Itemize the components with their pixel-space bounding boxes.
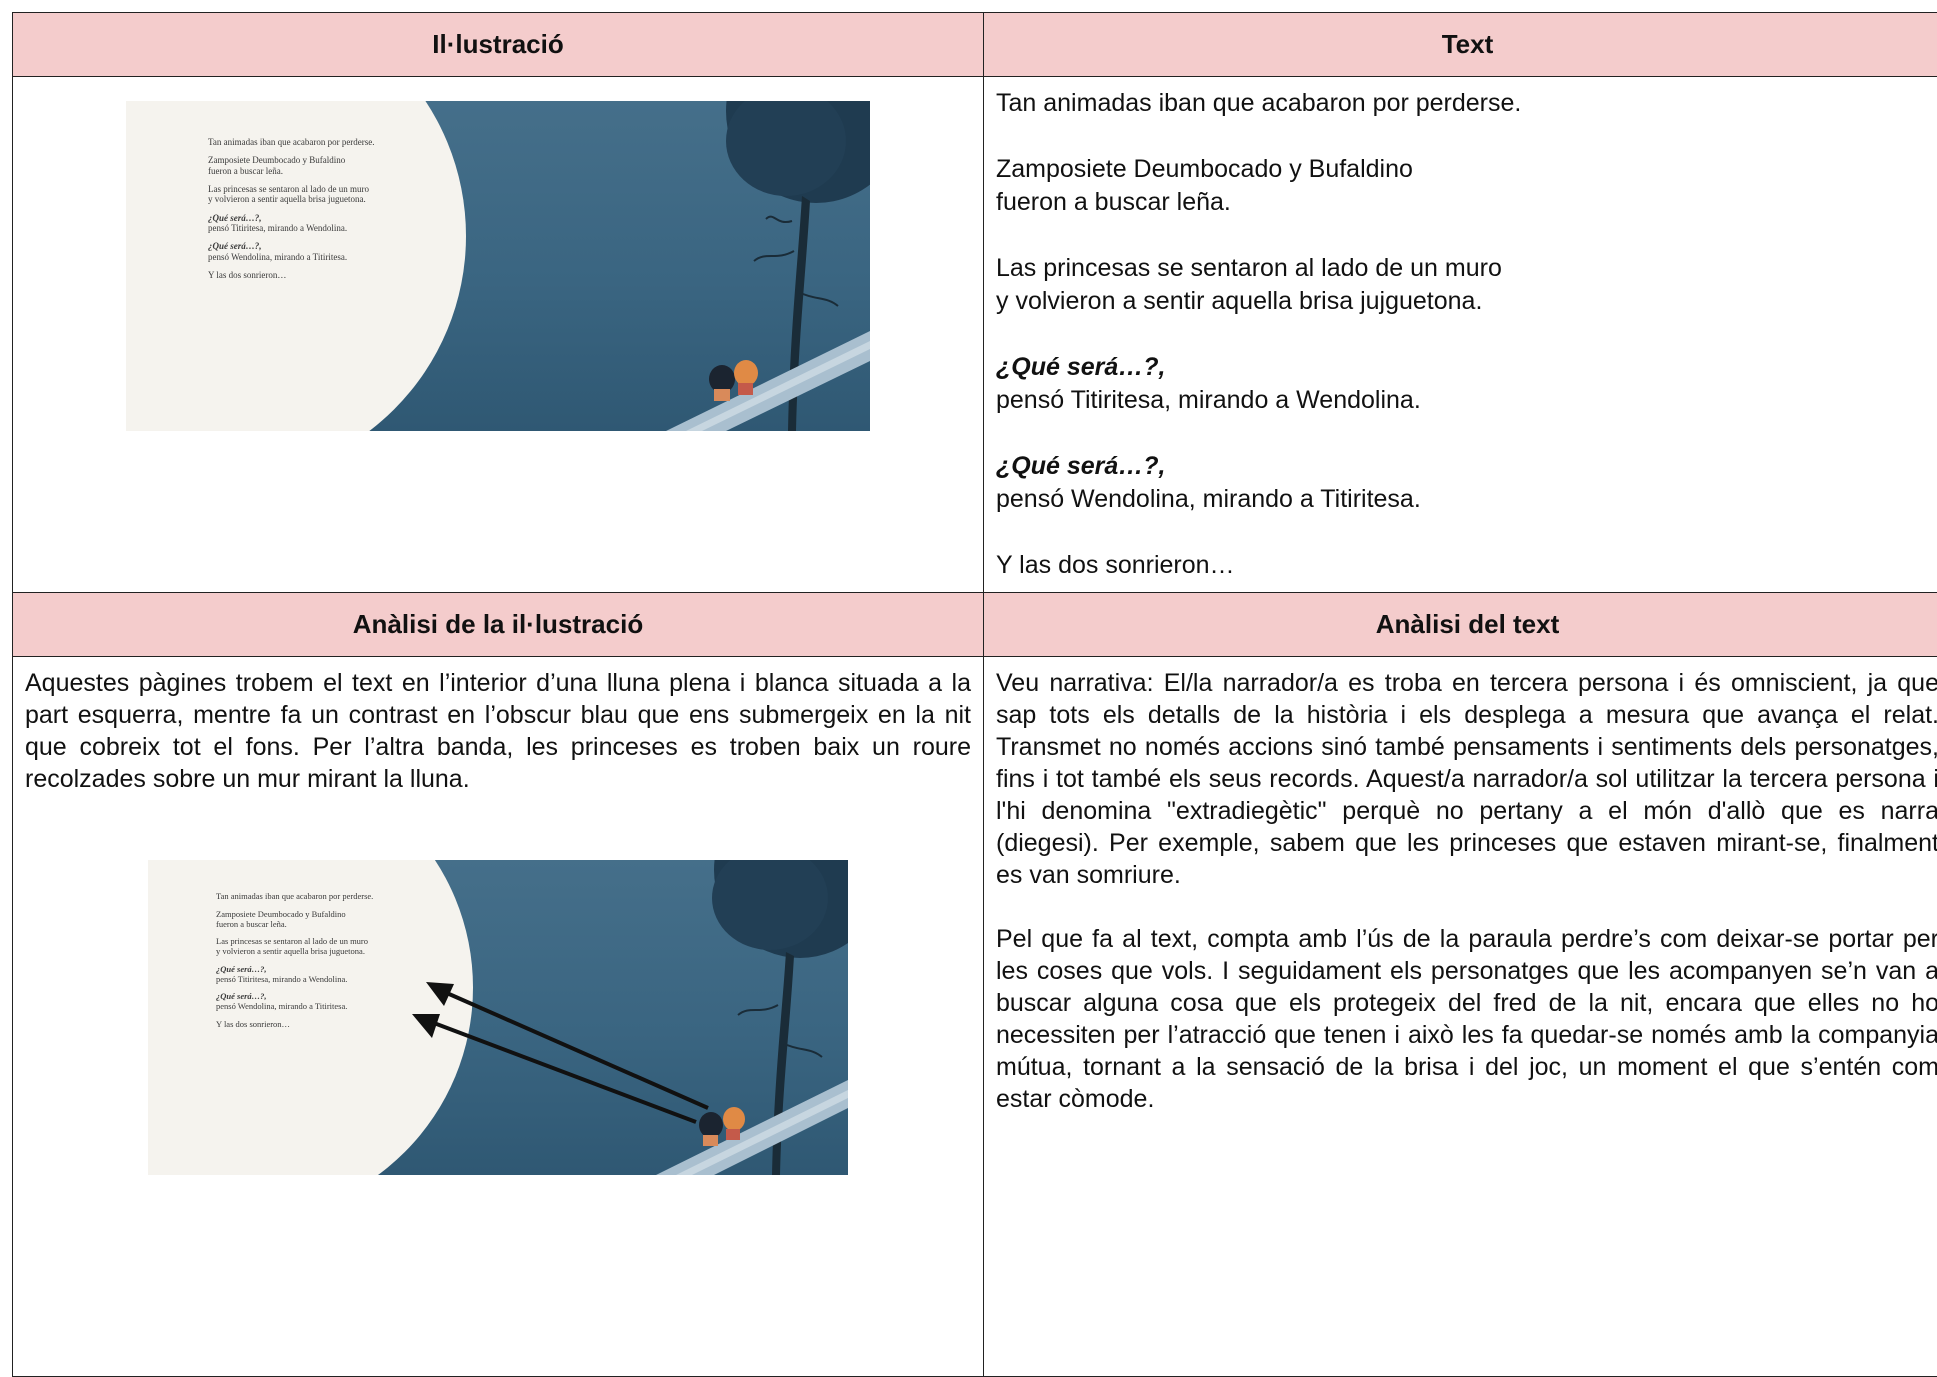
page-text-question: ¿Qué será…?, bbox=[208, 213, 262, 223]
header-text-analysis: Anàlisi del text bbox=[984, 593, 1937, 657]
text-line: Y las dos sonrieron… bbox=[996, 549, 1937, 582]
text-question: ¿Qué será…?, bbox=[996, 353, 1166, 381]
illustration-analysis-cell: Aquestes pàgines trobem el text en l’int… bbox=[13, 657, 984, 1377]
text-analysis-cell: Veu narrativa: El/la narrador/a es troba… bbox=[984, 657, 1937, 1377]
text-line: y volvieron a sentir aquella brisa jujgu… bbox=[996, 287, 1482, 315]
illustration-analysis-paragraph: Aquestes pàgines trobem el text en l’int… bbox=[25, 667, 971, 795]
text-line: Las princesas se sentaron al lado de un … bbox=[996, 254, 1502, 282]
text-line: Zamposiete Deumbocado y Bufaldino bbox=[996, 155, 1413, 183]
analysis-table: Il·lustració Text bbox=[12, 12, 1937, 1377]
page-text-line: pensó Wendolina, mirando a Titiritesa. bbox=[208, 252, 508, 262]
page-text-question: ¿Qué será…?, bbox=[208, 241, 262, 251]
text-line: pensó Titiritesa, mirando a Wendolina. bbox=[996, 386, 1421, 414]
page-text-question: ¿Qué será…?, bbox=[216, 991, 267, 1001]
arrow-line bbox=[426, 1020, 696, 1122]
story-page-illustration: Tan animadas iban que acabaron por perde… bbox=[126, 101, 870, 431]
illustration-cell: Tan animadas iban que acabaron por perde… bbox=[13, 77, 984, 593]
page-text-line: Las princesas se sentaron al lado de un … bbox=[208, 184, 508, 194]
text-question: ¿Qué será…?, bbox=[996, 452, 1166, 480]
page-text-line: y volvieron a sentir aquella brisa jugue… bbox=[208, 194, 508, 204]
page-text-line: Zamposiete Deumbocado y Bufaldino bbox=[208, 155, 508, 165]
text-line: fueron a buscar leña. bbox=[996, 188, 1231, 216]
page-text-line: Y las dos sonrieron… bbox=[216, 1020, 506, 1030]
header-text: Text bbox=[984, 13, 1937, 77]
header-illustration-analysis: Anàlisi de la il·lustració bbox=[13, 593, 984, 657]
page-text-line: fueron a buscar leña. bbox=[216, 920, 506, 930]
page-text-line: fueron a buscar leña. bbox=[208, 166, 508, 176]
text-line: Tan animadas iban que acabaron por perde… bbox=[996, 87, 1937, 120]
page-text-line: Y las dos sonrieron… bbox=[208, 270, 508, 280]
text-line: pensó Wendolina, mirando a Titiritesa. bbox=[996, 485, 1421, 513]
page-text-line: Tan animadas iban que acabaron por perde… bbox=[208, 137, 508, 147]
page-text-line: y volvieron a sentir aquella brisa jugue… bbox=[216, 947, 506, 957]
header-illustration: Il·lustració bbox=[13, 13, 984, 77]
page-text: Tan animadas iban que acabaron por perde… bbox=[216, 892, 506, 1030]
page-text-line: pensó Titiritesa, mirando a Wendolina. bbox=[216, 975, 506, 985]
page-text-question: ¿Qué será…?, bbox=[216, 964, 267, 974]
text-analysis-paragraph: Pel que fa al text, compta amb l’ús de l… bbox=[996, 923, 1937, 1115]
page-text-line: pensó Wendolina, mirando a Titiritesa. bbox=[216, 1002, 506, 1012]
text-cell: Tan animadas iban que acabaron por perde… bbox=[984, 77, 1937, 593]
page-text: Tan animadas iban que acabaron por perde… bbox=[208, 137, 508, 280]
page-text-line: Tan animadas iban que acabaron por perde… bbox=[216, 892, 506, 902]
text-analysis-paragraph: Veu narrativa: El/la narrador/a es troba… bbox=[996, 667, 1937, 891]
annotated-story-page-illustration: Tan animadas iban que acabaron por perde… bbox=[148, 860, 848, 1175]
page-text-line: pensó Titiritesa, mirando a Wendolina. bbox=[208, 223, 508, 233]
